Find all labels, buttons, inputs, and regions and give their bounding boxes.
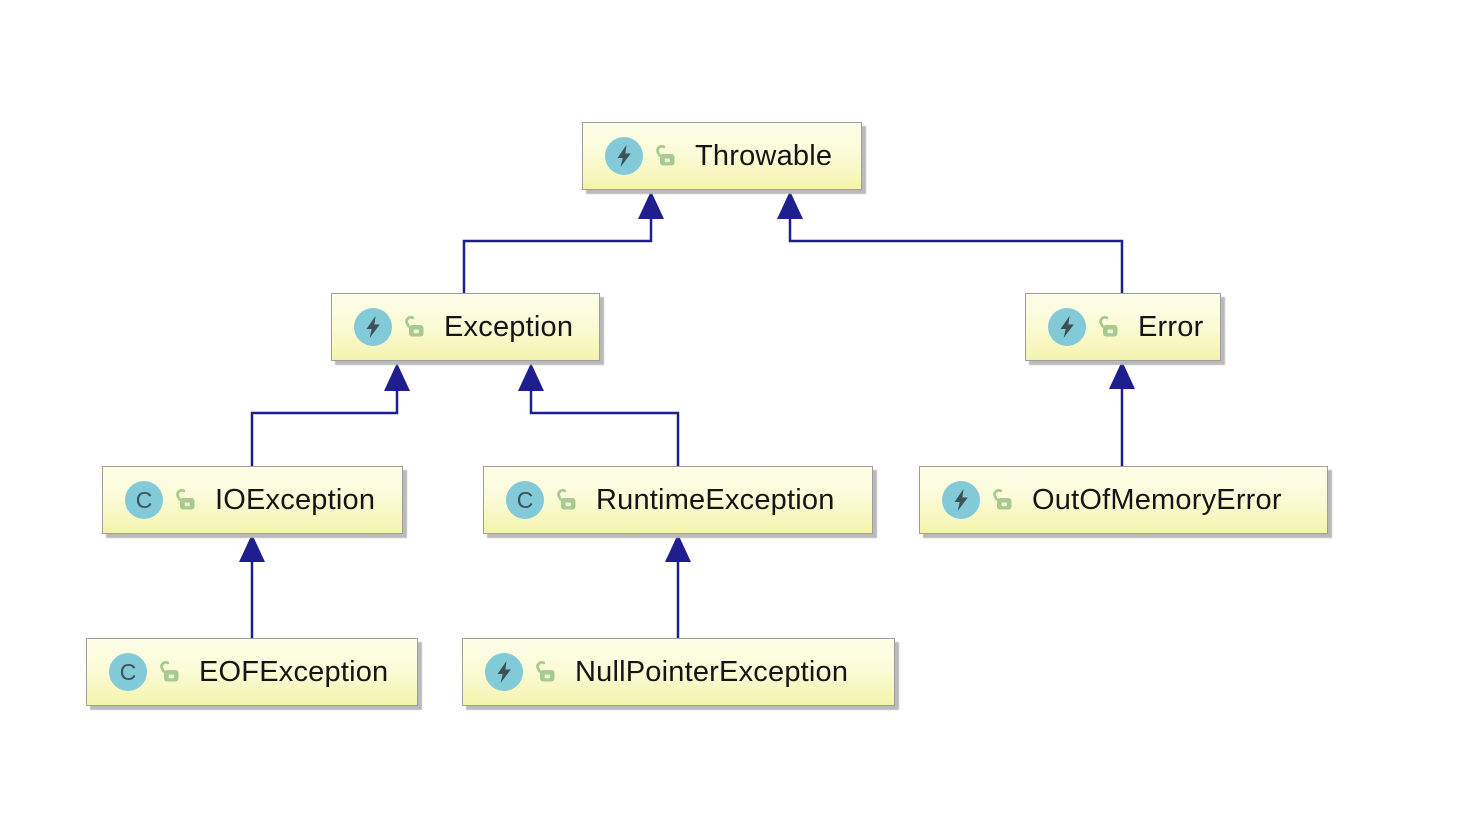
class-node-runtimeexception[interactable]: C RuntimeException bbox=[483, 466, 873, 534]
class-node-outofmemoryerror[interactable]: OutOfMemoryError bbox=[919, 466, 1328, 534]
class-name-label: Exception bbox=[444, 310, 574, 343]
class-node-nullpointerexception[interactable]: NullPointerException bbox=[462, 638, 895, 706]
class-name-label: Throwable bbox=[695, 139, 833, 172]
exception-class-icon bbox=[942, 481, 980, 519]
unlocked-padlock-public-icon bbox=[402, 314, 428, 340]
class-name-label: IOException bbox=[215, 483, 376, 516]
class-node-throwable[interactable]: Throwable bbox=[582, 122, 862, 190]
unlocked-padlock-public-icon bbox=[1096, 314, 1122, 340]
exception-class-icon bbox=[605, 137, 643, 175]
edge-runtimeexception-to-exception bbox=[518, 363, 680, 467]
exception-class-icon bbox=[354, 308, 392, 346]
edge-error-to-throwable bbox=[777, 191, 1124, 294]
unlocked-padlock-public-icon bbox=[533, 659, 559, 685]
exception-class-icon bbox=[485, 653, 523, 691]
unlocked-padlock-public-icon bbox=[173, 487, 199, 513]
class-name-label: OutOfMemoryError bbox=[1032, 483, 1282, 516]
class-name-label: Error bbox=[1138, 310, 1204, 343]
letter-c-class-icon: C bbox=[506, 481, 544, 519]
class-name-label: EOFException bbox=[199, 655, 389, 688]
class-name-label: RuntimeException bbox=[596, 483, 835, 516]
letter-c-class-icon: C bbox=[125, 481, 163, 519]
class-node-error[interactable]: Error bbox=[1025, 293, 1221, 361]
edge-eofexception-to-ioexception bbox=[239, 534, 265, 639]
unlocked-padlock-public-icon bbox=[157, 659, 183, 685]
edge-nullpointerexception-to-runtimeexception bbox=[665, 534, 691, 639]
unlocked-padlock-public-icon bbox=[554, 487, 580, 513]
unlocked-padlock-public-icon bbox=[653, 143, 679, 169]
letter-c-class-icon: C bbox=[109, 653, 147, 691]
edge-ioexception-to-exception bbox=[250, 363, 410, 467]
class-name-label: NullPointerException bbox=[575, 655, 849, 688]
edge-outofmemoryerror-to-error bbox=[1109, 361, 1135, 467]
exception-class-icon bbox=[1048, 308, 1086, 346]
edge-exception-to-throwable bbox=[462, 191, 664, 294]
unlocked-padlock-public-icon bbox=[990, 487, 1016, 513]
class-node-exception[interactable]: Exception bbox=[331, 293, 600, 361]
class-node-eofexception[interactable]: C EOFException bbox=[86, 638, 418, 706]
class-node-ioexception[interactable]: C IOException bbox=[102, 466, 403, 534]
